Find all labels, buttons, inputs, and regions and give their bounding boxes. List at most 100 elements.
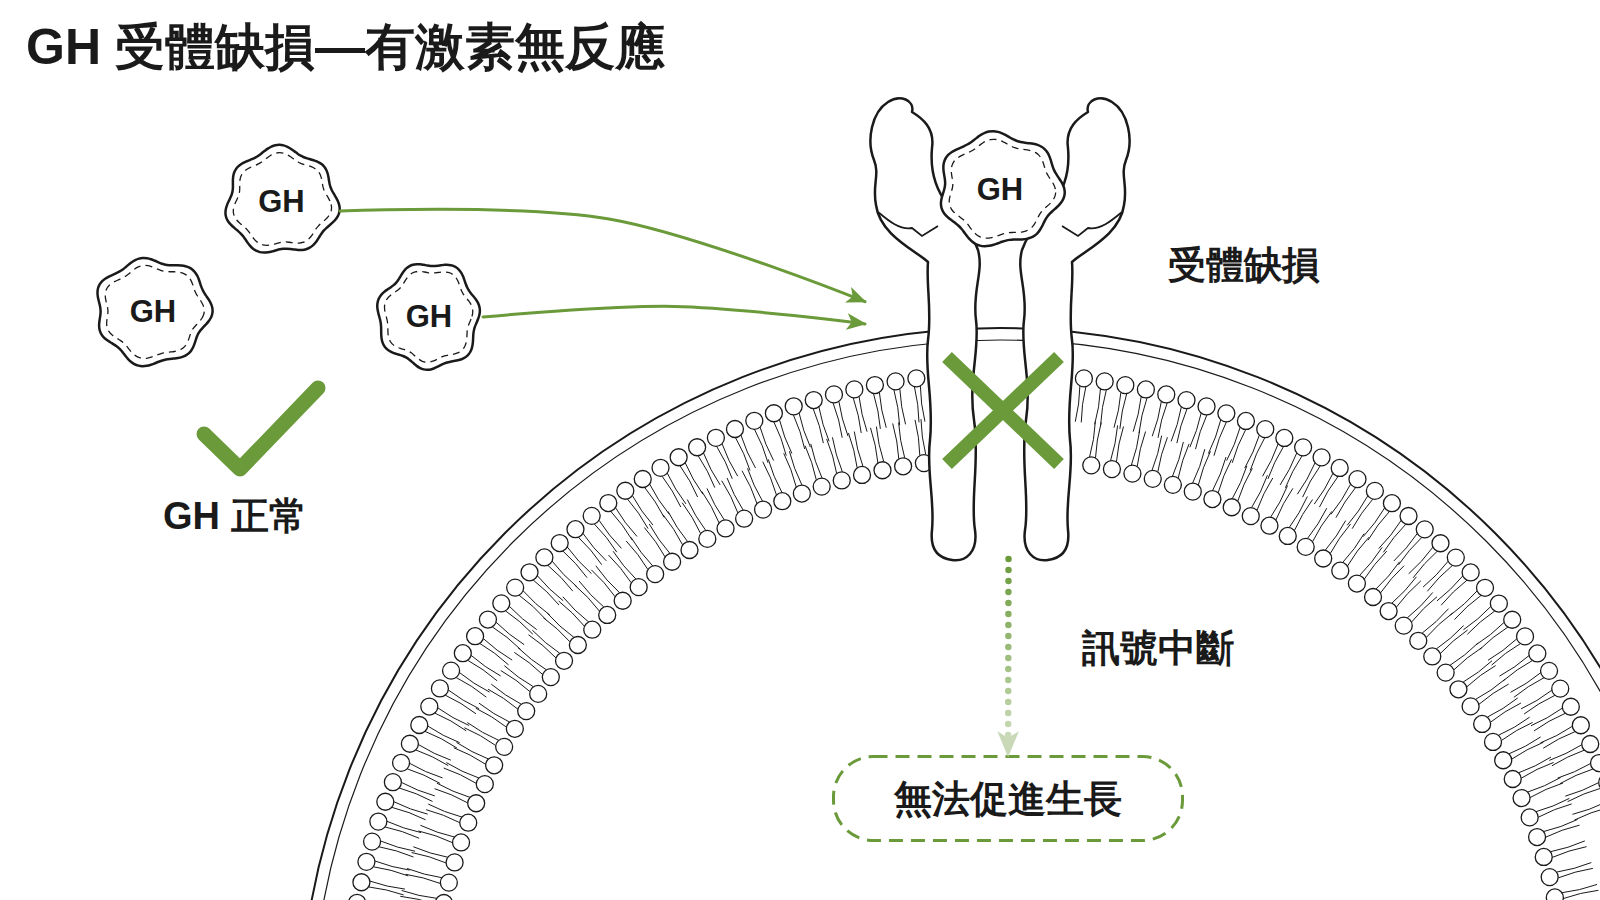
lipid-tail bbox=[509, 606, 536, 629]
lipid-head bbox=[1218, 405, 1235, 422]
lipid-tail bbox=[854, 432, 863, 467]
lipid-tail bbox=[575, 585, 600, 611]
lipid-tail bbox=[1343, 534, 1364, 563]
lipid-tail bbox=[805, 446, 816, 480]
lipid-tail bbox=[873, 393, 880, 428]
lipid-tail bbox=[1534, 713, 1565, 731]
lipid-tail bbox=[394, 802, 428, 814]
lipid-tail bbox=[663, 515, 683, 545]
lipid-tail bbox=[1543, 732, 1575, 749]
lipid-tail bbox=[626, 541, 648, 570]
lipid-head bbox=[431, 680, 448, 697]
lipid-head bbox=[1490, 595, 1507, 612]
lipid-tail bbox=[1392, 577, 1417, 603]
lipid-head bbox=[467, 628, 484, 645]
lipid-tail bbox=[1172, 442, 1183, 476]
lipid-head bbox=[393, 754, 410, 771]
lipid-tail bbox=[748, 468, 763, 501]
lipid-tail bbox=[446, 763, 479, 778]
lipid-head bbox=[1485, 733, 1502, 750]
lipid-head bbox=[1295, 439, 1312, 456]
lipid-head bbox=[1297, 538, 1314, 555]
lipid-tail bbox=[410, 763, 443, 778]
lipid-tail bbox=[1303, 466, 1321, 497]
lipid-head bbox=[866, 377, 883, 394]
hormone-blob: GH bbox=[223, 145, 340, 257]
edge-label: 訊號中斷 bbox=[1082, 629, 1234, 667]
lipid-tail bbox=[763, 462, 777, 495]
lipid-head bbox=[664, 553, 681, 570]
outcome-label: 無法促進生長 bbox=[832, 755, 1184, 842]
lipid-tail bbox=[707, 488, 724, 520]
lipid-head bbox=[813, 478, 830, 495]
lipid-tail bbox=[1394, 534, 1417, 561]
lipid-head bbox=[825, 386, 842, 403]
lipid-head bbox=[507, 579, 524, 596]
lipid-tail bbox=[1441, 580, 1467, 605]
lipid-tail bbox=[1158, 403, 1167, 438]
lipid-head bbox=[1504, 611, 1521, 628]
lipid-tail bbox=[1120, 394, 1127, 429]
lipid-tail bbox=[1550, 841, 1584, 852]
lipid-head bbox=[887, 373, 904, 390]
lipid-head bbox=[617, 482, 634, 499]
lipid-tail bbox=[1198, 451, 1210, 485]
binding-arrow bbox=[483, 306, 865, 324]
lipid-tail bbox=[594, 524, 616, 552]
lipid-tail bbox=[1536, 798, 1569, 811]
lipid-head bbox=[476, 776, 493, 793]
lipid-tail bbox=[615, 508, 637, 537]
lipid-head bbox=[630, 579, 647, 596]
lipid-tail bbox=[1363, 508, 1385, 537]
lipid-tail bbox=[1530, 783, 1563, 798]
lipid-tail bbox=[559, 601, 585, 626]
lipid-head bbox=[647, 566, 664, 583]
lipid-head bbox=[583, 507, 600, 524]
lipid-head bbox=[518, 703, 535, 720]
lipid-head bbox=[1416, 521, 1433, 538]
lipid-tail bbox=[703, 453, 720, 485]
lipid-tail bbox=[784, 453, 797, 487]
lipid-head bbox=[349, 894, 366, 900]
lipid-tail bbox=[1178, 444, 1189, 478]
lipid-tail bbox=[1196, 415, 1207, 449]
lipid-tail bbox=[1396, 581, 1421, 607]
lipid-tail bbox=[532, 630, 560, 653]
lipid-head bbox=[454, 645, 471, 662]
lipid-tail bbox=[1090, 421, 1096, 457]
lipid-tail bbox=[1081, 387, 1086, 423]
lipid-tail bbox=[413, 847, 447, 857]
lipid-tail bbox=[1285, 456, 1302, 488]
lipid-tail bbox=[400, 896, 435, 900]
lipid-tail bbox=[1524, 695, 1555, 714]
lipid-tail bbox=[537, 576, 563, 601]
lipid-tail bbox=[1426, 613, 1452, 637]
lipid-head bbox=[793, 485, 810, 502]
lipid-head bbox=[551, 535, 568, 552]
lipid-head bbox=[460, 814, 477, 831]
lipid-tail bbox=[1503, 660, 1533, 681]
lipid-tail bbox=[1422, 609, 1448, 633]
lipid-head bbox=[567, 521, 584, 538]
lipid-head bbox=[774, 493, 791, 510]
lipid-tail bbox=[1313, 511, 1332, 541]
lipid-tail bbox=[1480, 627, 1508, 649]
lipid-head bbox=[370, 813, 387, 830]
lipid-tail bbox=[392, 807, 426, 819]
lipid-tail bbox=[650, 484, 670, 514]
lipid-tail bbox=[859, 397, 867, 432]
lipid-tail bbox=[1276, 488, 1293, 520]
lipid-tail bbox=[1398, 537, 1421, 564]
lipid-head bbox=[1477, 579, 1494, 596]
lipid-head bbox=[1117, 377, 1134, 394]
lipid-head bbox=[1380, 603, 1397, 620]
lipid-head bbox=[530, 685, 547, 702]
lipid-tail bbox=[879, 392, 886, 427]
lipid-head bbox=[785, 398, 802, 415]
lipid-tail bbox=[833, 403, 842, 438]
lipid-tail bbox=[900, 389, 906, 425]
lipid-tail bbox=[467, 723, 498, 741]
lipid-tail bbox=[1423, 561, 1448, 587]
